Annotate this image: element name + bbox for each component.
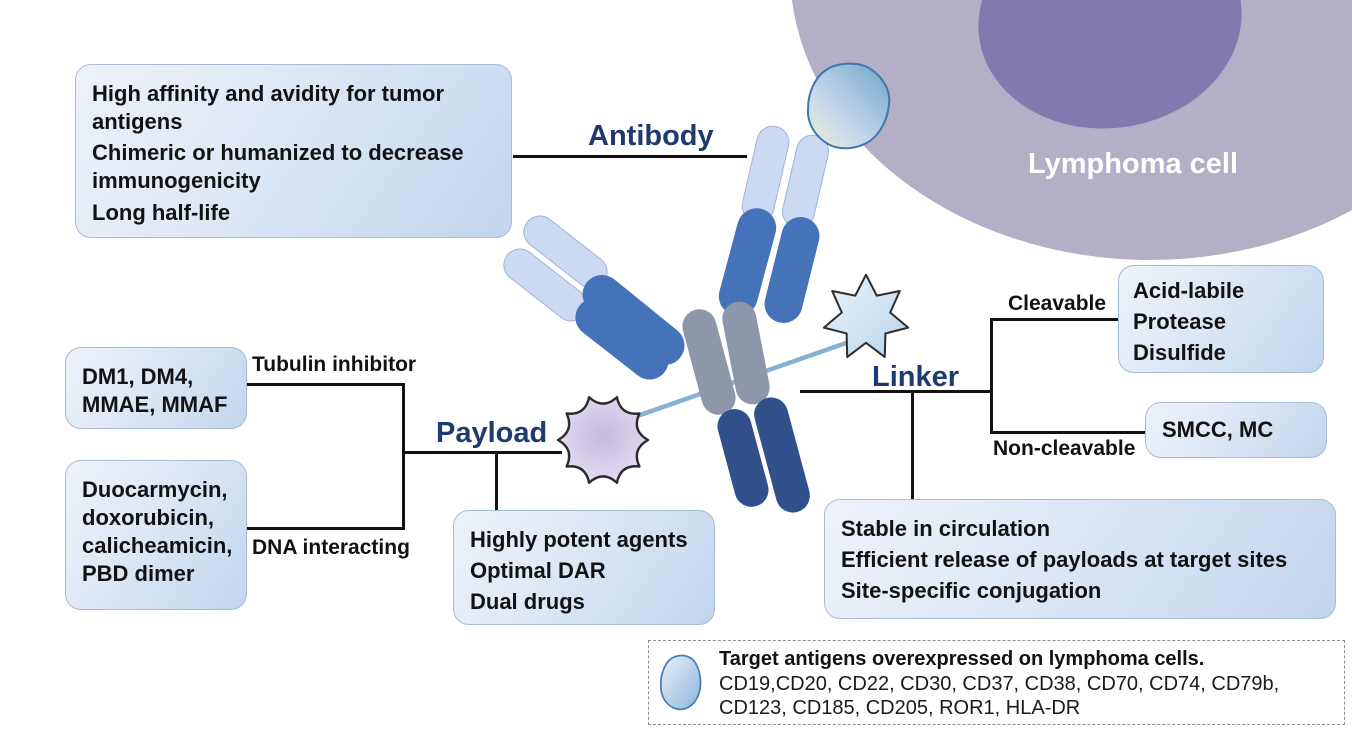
antibody-property: Chimeric or humanized to decrease immuno… bbox=[92, 140, 464, 194]
non-cleavable-linkers-text: SMCC, MC bbox=[1162, 417, 1274, 442]
tubulin-connector-line bbox=[247, 383, 404, 386]
linker-property: Site-specific conjugation bbox=[841, 578, 1102, 604]
antibody-pointer-line bbox=[513, 155, 747, 158]
dna-connector-line bbox=[247, 527, 404, 530]
linker-connector-line bbox=[800, 390, 993, 393]
payload-property: Highly potent agents bbox=[470, 527, 688, 552]
payload-label: Payload bbox=[436, 417, 548, 449]
cleavable-linker: Acid-labile bbox=[1133, 278, 1245, 303]
linker-label: Linker bbox=[872, 361, 960, 393]
payload-connector-line bbox=[402, 451, 562, 454]
cleavable-connector-line bbox=[990, 318, 1118, 321]
payload-property: Dual drugs bbox=[470, 589, 585, 615]
payload-molecule-icon bbox=[556, 396, 650, 484]
antibody-properties-box: High affinity and avidity for tumor anti… bbox=[75, 64, 512, 238]
cleavable-linkers-box: Acid-labile Protease Disulfide bbox=[1118, 265, 1324, 373]
legend-title: Target antigens overexpressed on lymphom… bbox=[719, 648, 1205, 670]
antigen-icon bbox=[806, 62, 891, 150]
non-cleavable-label: Non-cleavable bbox=[993, 437, 1136, 460]
linker-properties-box: Stable in circulation Efficient release … bbox=[824, 499, 1336, 619]
lymphoma-cell-label: Lymphoma cell bbox=[1028, 148, 1239, 180]
non-cleavable-linkers-box: SMCC, MC bbox=[1145, 402, 1327, 458]
dna-payloads-text: Duocarmycin, doxorubicin, calicheamicin,… bbox=[82, 477, 233, 587]
dna-payloads-box: Duocarmycin, doxorubicin, calicheamicin,… bbox=[65, 460, 247, 610]
payload-branch-trunk-line bbox=[402, 383, 405, 530]
cleavable-linker: Protease bbox=[1133, 309, 1226, 335]
tubulin-payloads-text: DM1, DM4, MMAE, MMAF bbox=[82, 364, 228, 418]
linker-properties-drop-line bbox=[911, 390, 914, 500]
cleavable-label: Cleavable bbox=[1008, 292, 1107, 315]
linker-star-icon bbox=[822, 273, 910, 359]
linker-property: Stable in circulation bbox=[841, 516, 1051, 541]
non-cleavable-connector-line bbox=[990, 431, 1145, 434]
legend-antigen-list: CD19,CD20, CD22, CD30, CD37, CD38, CD70,… bbox=[719, 673, 1280, 720]
linker-branch-trunk-line bbox=[990, 318, 993, 434]
antigen-legend-icon bbox=[659, 654, 702, 711]
linker-property: Efficient release of payloads at target … bbox=[841, 547, 1288, 573]
dna-interacting-label: DNA interacting bbox=[252, 536, 410, 559]
tubulin-inhibitor-label: Tubulin inhibitor bbox=[252, 353, 417, 376]
antibody-property: High affinity and avidity for tumor anti… bbox=[92, 81, 445, 135]
antibody-label: Antibody bbox=[588, 120, 714, 152]
cleavable-linker: Disulfide bbox=[1133, 340, 1226, 366]
tubulin-payloads-box: DM1, DM4, MMAE, MMAF bbox=[65, 347, 247, 429]
antibody-property: Long half-life bbox=[92, 199, 231, 225]
target-antigens-legend: Target antigens overexpressed on lymphom… bbox=[648, 640, 1345, 725]
payload-properties-drop-line bbox=[495, 451, 498, 511]
payload-property: Optimal DAR bbox=[470, 558, 606, 584]
payload-properties-box: Highly potent agents Optimal DAR Dual dr… bbox=[453, 510, 715, 625]
